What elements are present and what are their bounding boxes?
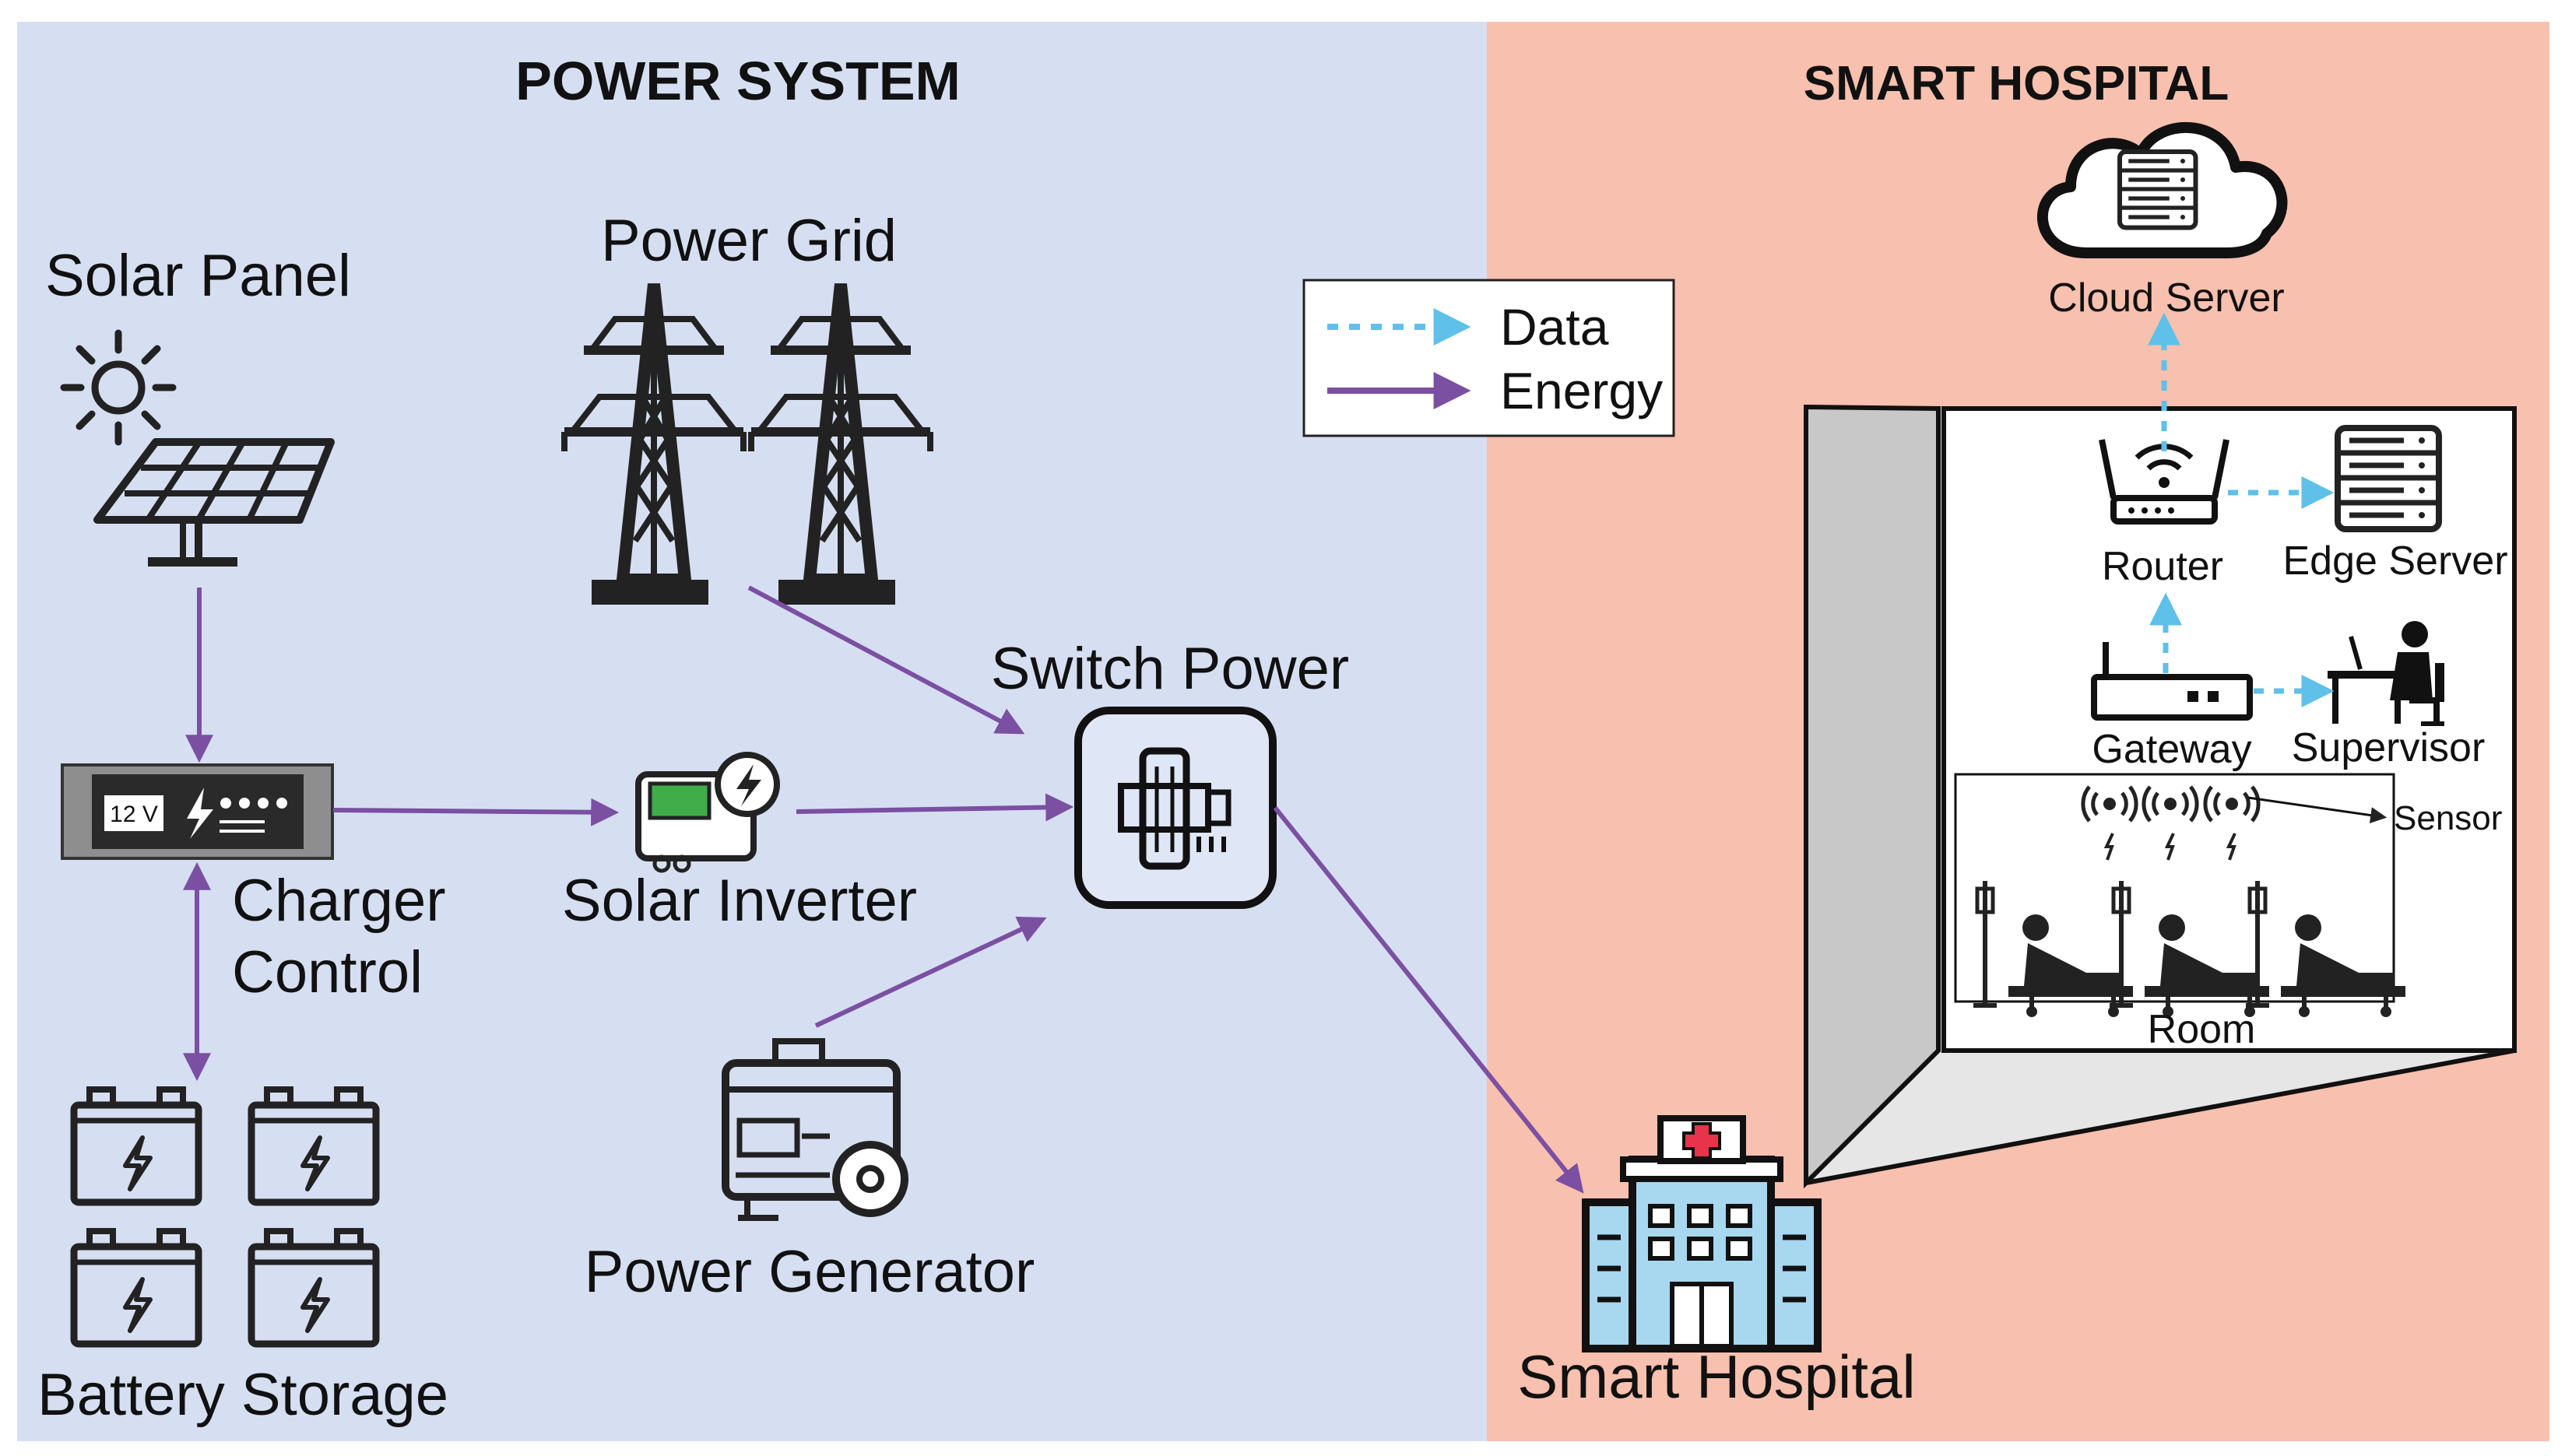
- arrow-grid-to-switch: [747, 585, 1025, 735]
- sensor-label: Sensor: [2394, 799, 2502, 837]
- cloud-server-label: Cloud Server: [2048, 275, 2284, 321]
- edge-server-label: Edge Server: [2282, 539, 2507, 584]
- sensor-pointer-arrow: [2247, 796, 2388, 824]
- supervisor-label: Supervisor: [2292, 725, 2486, 770]
- smart-hospital-title: SMART HOSPITAL: [1804, 57, 2229, 111]
- zoom-funnel-left: [1804, 404, 1941, 1189]
- supervisor-icon: [2328, 621, 2444, 726]
- battery-storage-label: Battery Storage: [37, 1362, 448, 1428]
- edge-server-icon: [2338, 428, 2439, 529]
- power-generator-label: Power Generator: [585, 1239, 1035, 1305]
- arrow-inverter-to-switch: [796, 793, 1074, 822]
- switch-power-icon: [1074, 707, 1277, 909]
- energy-arrows: [183, 585, 1584, 1194]
- charger-control-label-line1: Charger: [232, 868, 446, 934]
- solar-inverter-label: Solar Inverter: [562, 868, 917, 934]
- power-system-title: POWER SYSTEM: [515, 51, 961, 111]
- smart-hospital-label: Smart Hospital: [1517, 1342, 1916, 1411]
- power-generator-icon: [722, 1038, 908, 1221]
- solar-panel-label: Solar Panel: [45, 243, 351, 309]
- gateway-label: Gateway: [2092, 727, 2251, 772]
- legend: Data Energy: [1302, 279, 1675, 437]
- arrow-charger-to-inverter: [332, 798, 620, 826]
- arrow-switch-to-hospital: [1273, 806, 1584, 1194]
- power-grid-label: Power Grid: [601, 208, 897, 274]
- charger-control-label-line2: Control: [232, 939, 423, 1005]
- arrow-generator-to-switch: [814, 916, 1047, 1028]
- switch-power-label: Switch Power: [991, 636, 1349, 702]
- charger-control-icon: 12 V: [61, 763, 334, 860]
- legend-data-label: Data: [1500, 298, 1609, 356]
- hospital-cross-icon: [1682, 1122, 1721, 1160]
- charger-voltage-label: 12 V: [110, 802, 158, 827]
- data-arrows: [2148, 312, 2335, 707]
- legend-energy-label: Energy: [1500, 362, 1663, 419]
- cloud-server-icon: [2036, 121, 2288, 258]
- room-label: Room: [2148, 1007, 2256, 1052]
- solar-inverter-icon: [635, 752, 780, 873]
- solar-panel-icon: [93, 438, 335, 567]
- router-label: Router: [2102, 544, 2223, 589]
- gateway-icon: [2091, 642, 2253, 721]
- sun-icon: [60, 329, 177, 446]
